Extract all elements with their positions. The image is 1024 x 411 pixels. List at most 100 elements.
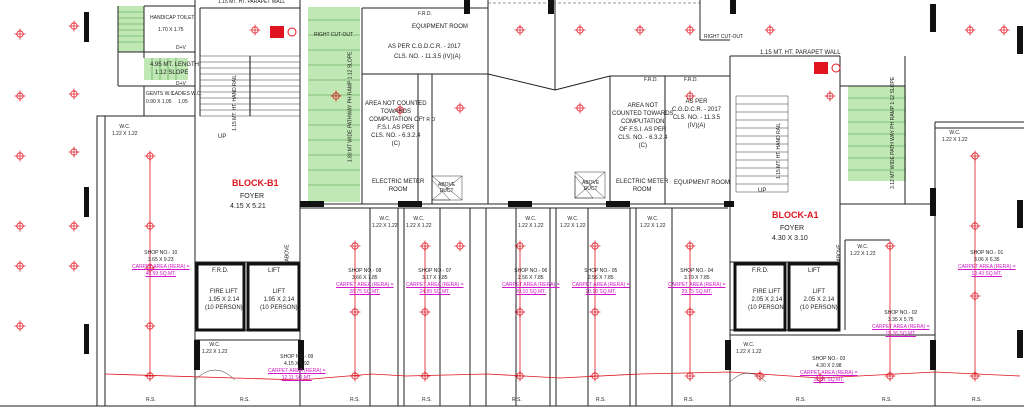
crosshair-circle-icon bbox=[144, 220, 156, 232]
wc-label-right: W.C.1.22 X 1.22 bbox=[942, 130, 968, 143]
shop-partitions bbox=[0, 204, 1024, 407]
crosshair-circle-icon bbox=[884, 240, 896, 252]
crosshair-circle-icon bbox=[634, 24, 646, 36]
rs-label: R.S. bbox=[596, 397, 606, 403]
stair-right bbox=[735, 95, 789, 193]
equipment-rule-b: CLS. NO. - 11.3.5 (IV)(A) bbox=[394, 54, 461, 60]
crosshair-circle-icon bbox=[14, 90, 26, 102]
handrail-label-left: 1.15 MT. HT. HAND RAIL bbox=[232, 74, 239, 131]
gents-wc-label: GENTS W.C. bbox=[146, 91, 176, 97]
crosshair-circle-icon bbox=[144, 370, 156, 382]
crosshair-circle-icon bbox=[419, 240, 431, 252]
ramp-slope-label: 1:12 SLOPE bbox=[155, 70, 189, 76]
crosshair-circle-icon bbox=[684, 306, 696, 318]
equipment-rule-a: AS PER C.G.D.C.R. - 2017 bbox=[388, 44, 461, 50]
wc-label-shop5: W.C.1.22 X 1.22 bbox=[560, 216, 586, 229]
wc-label-shop8: W.C.1.22 X 1.22 bbox=[372, 216, 398, 229]
ramp-pathway-2 bbox=[848, 86, 906, 181]
foyer-a-dim: 4.30 X 3.10 bbox=[772, 235, 808, 242]
frd-b1-label: F.R.D. bbox=[212, 268, 229, 274]
parapet-dashed bbox=[488, 2, 701, 30]
wc-label-b1: W.C.1.22 X 1.22 bbox=[202, 342, 228, 355]
equipment-room-top: EQUIPMENT ROOM bbox=[412, 24, 468, 30]
wc-label-left: W.C.1.22 X 1.22 bbox=[112, 124, 138, 137]
handicap-toilet-label: HANDICAP TOILET bbox=[150, 15, 195, 21]
equipment-room-2: EQUIPMENT ROOM bbox=[674, 180, 730, 186]
ramp-pathway-1 bbox=[308, 7, 360, 202]
dv-label-1: D+V bbox=[176, 45, 186, 51]
crosshair-circle-icon bbox=[754, 370, 766, 382]
ladies-wc-label: LADIES W.C. bbox=[172, 91, 203, 97]
stair-left bbox=[199, 55, 301, 117]
handrail-label-right: 1.15 MT. HT. HAND RAIL bbox=[776, 122, 783, 179]
crosshair-circle-icon bbox=[330, 90, 342, 102]
wc-label-shop4: W.C.1.22 X 1.22 bbox=[640, 216, 666, 229]
stair-up-left: UP bbox=[218, 134, 227, 140]
crosshair-circle-icon bbox=[68, 260, 80, 272]
block-a1-title: BLOCK-A1 bbox=[772, 210, 819, 220]
crosshair-circle-icon bbox=[514, 240, 526, 252]
pillars bbox=[84, 0, 1023, 370]
crosshair-circle-icon bbox=[589, 370, 601, 382]
crosshair-circle-icon bbox=[14, 260, 26, 272]
tro-label: T R O bbox=[422, 117, 436, 123]
crosshair-circle-icon bbox=[14, 220, 26, 232]
block-b1-title: BLOCK-B1 bbox=[232, 178, 279, 188]
foyer-a-label: FOYER bbox=[780, 225, 805, 232]
wc-label-shop6: W.C.1.22 X 1.22 bbox=[518, 216, 544, 229]
crosshair-circle-icon bbox=[514, 306, 526, 318]
foyer-b-dim: 4.15 X 5.21 bbox=[230, 203, 266, 210]
crosshair-circle-icon bbox=[144, 150, 156, 162]
rs-label: R.S. bbox=[512, 397, 522, 403]
crosshair-circle-icon bbox=[68, 220, 80, 232]
crosshair-circle-icon bbox=[419, 370, 431, 382]
crosshair-circle-icon bbox=[969, 370, 981, 382]
foyer-b-label: FOYER bbox=[240, 193, 265, 200]
crosshair-circle-icon bbox=[684, 240, 696, 252]
crosshair-circle-icon bbox=[964, 24, 976, 36]
crosshair-circle-icon bbox=[764, 24, 776, 36]
pathway-label-1: 1.80 MT WIDE PATHWAY PH RAMP 1:12 SLOPE bbox=[347, 51, 354, 163]
frd-right-label: F.R.D. bbox=[684, 77, 698, 83]
crosshair-circle-icon bbox=[514, 370, 526, 382]
rs-label: R.S. bbox=[422, 397, 432, 403]
crosshair-circle-icon bbox=[68, 88, 80, 100]
above-label-right: ABOVE bbox=[836, 244, 843, 262]
lift-shafts bbox=[195, 262, 841, 332]
crosshair-circle-icon bbox=[144, 320, 156, 332]
rs-label: R.S. bbox=[146, 397, 156, 403]
exit-label-right: RIGHT CUT-OUT bbox=[704, 34, 744, 40]
crosshair-circle-icon bbox=[14, 150, 26, 162]
crosshair-circle-icon bbox=[684, 90, 696, 102]
crosshair-circle-icon bbox=[14, 28, 26, 40]
gents-wc-dim: 0.90 X 1.05 bbox=[146, 99, 172, 105]
crosshair-circle-icon bbox=[998, 24, 1010, 36]
exit-label-left: RIGHT CUT-OUT bbox=[314, 32, 354, 38]
crosshair-circle-icon bbox=[14, 320, 26, 332]
wc-label-shop7: W.C.1.22 X 1.22 bbox=[406, 216, 432, 229]
fire-extinguisher-icon bbox=[270, 26, 841, 74]
crosshair-circle-icon bbox=[574, 24, 586, 36]
lift-b1-label: LIFT bbox=[268, 268, 281, 274]
rs-label: R.S. bbox=[240, 397, 250, 403]
wc-label-a1: W.C.1.22 X 1.22 bbox=[736, 342, 762, 355]
crosshair-circle-icon bbox=[454, 102, 466, 114]
rs-label: R.S. bbox=[684, 397, 694, 403]
ladies-wc-dim: 1.05 bbox=[178, 99, 188, 105]
